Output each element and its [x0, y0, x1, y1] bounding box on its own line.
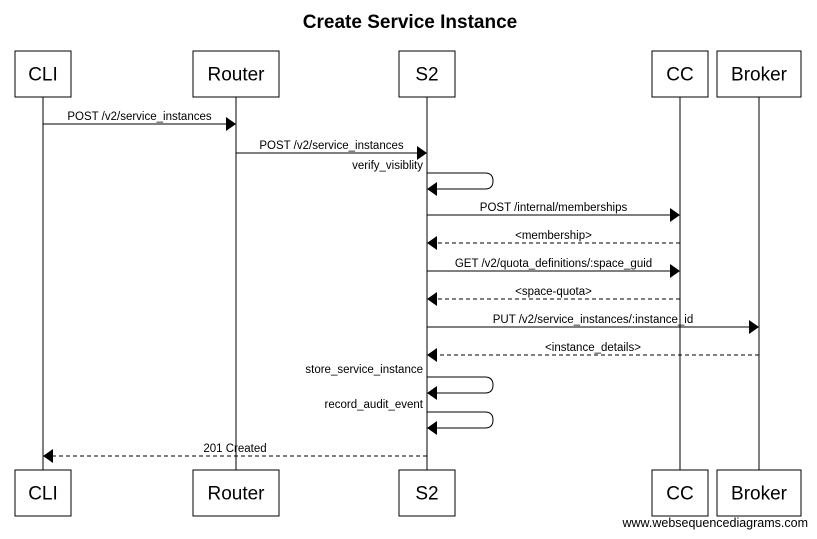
participant-label-cli-bottom: CLI [28, 484, 58, 505]
participant-label-s2-bottom: S2 [415, 484, 438, 505]
message-label: POST /internal/memberships [480, 202, 628, 214]
arrow-head-icon [43, 449, 53, 463]
watermark-text: www.websequencediagrams.com [621, 516, 808, 530]
message-label: POST /v2/service_instances [259, 140, 403, 152]
arrow-head-icon [427, 292, 437, 306]
arrow-head-icon [427, 386, 437, 400]
participant-box-broker-bottom [716, 469, 802, 517]
arrow-head-icon [749, 320, 759, 334]
participant-label-cc-bottom: CC [666, 484, 693, 505]
message-5: <membership> [427, 230, 680, 250]
arrow-head-icon [226, 117, 236, 131]
participant-box-cli-top [14, 50, 72, 98]
participant-box-cc-bottom [651, 469, 709, 517]
participant-label-cc-top: CC [666, 65, 693, 86]
message-2: POST /v2/service_instances [236, 140, 427, 160]
participant-label-router-bottom: Router [207, 484, 265, 505]
message-label: GET /v2/quota_definitions/:space_guid [455, 258, 652, 270]
arrow-head-icon [670, 264, 680, 278]
message-6: GET /v2/quota_definitions/:space_guid [427, 258, 680, 278]
participant-box-router-top [192, 50, 280, 98]
participant-label-broker-top: Broker [731, 65, 788, 86]
participant-label-broker-bottom: Broker [731, 484, 788, 505]
message-label: store_service_instance [305, 364, 423, 376]
message-line [427, 411, 494, 429]
participant-label-router-top: Router [207, 65, 265, 86]
message-9: <instance_details> [427, 342, 759, 362]
message-label: POST /v2/service_instances [67, 111, 211, 123]
message-label: <membership> [515, 230, 592, 242]
arrow-head-icon [427, 236, 437, 250]
arrow-head-icon [670, 208, 680, 222]
message-label: verify_visiblity [352, 160, 423, 172]
message-4: POST /internal/memberships [427, 202, 680, 222]
participant-box-cli-bottom [14, 469, 72, 517]
participant-box-s2-bottom [398, 469, 456, 517]
lifelines [42, 97, 760, 470]
participant-label-s2-top: S2 [415, 65, 438, 86]
message-11: record_audit_event [325, 399, 494, 435]
diagram-title: Create Service Instance [303, 12, 517, 33]
message-label: <space-quota> [515, 286, 592, 298]
participant-box-cc-top [651, 50, 709, 98]
message-label: 201 Created [203, 443, 266, 455]
arrow-head-icon [427, 348, 437, 362]
participant-label-cli-top: CLI [28, 65, 58, 86]
message-10: store_service_instance [305, 364, 494, 400]
message-1: POST /v2/service_instances [43, 111, 236, 131]
arrow-head-icon [417, 146, 427, 160]
message-12: 201 Created [43, 443, 427, 463]
participant-box-broker-top [716, 50, 802, 98]
message-7: <space-quota> [427, 286, 680, 306]
message-line [427, 172, 494, 190]
message-8: PUT /v2/service_instances/:instance_id [427, 314, 759, 334]
message-label: record_audit_event [325, 399, 424, 411]
message-label: <instance_details> [545, 342, 641, 354]
arrow-head-icon [427, 182, 437, 196]
message-3: verify_visiblity [352, 160, 494, 196]
participant-box-s2-top [398, 50, 456, 98]
participant-box-router-bottom [192, 469, 280, 517]
message-label: PUT /v2/service_instances/:instance_id [493, 314, 694, 326]
arrow-head-icon [427, 421, 437, 435]
message-line [427, 376, 494, 394]
